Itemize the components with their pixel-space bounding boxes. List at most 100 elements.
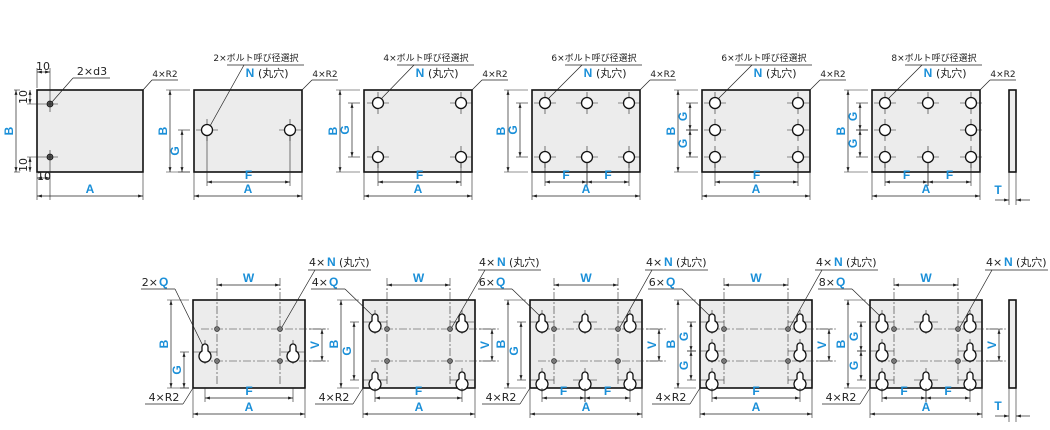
q-label: Q [836, 275, 845, 289]
keyhole [578, 371, 592, 391]
v-label: V [308, 341, 322, 349]
keyhole [705, 342, 719, 362]
tapped-hole-dot [384, 358, 390, 364]
bolt-size-callout: 2×ボルト呼び径選択 [213, 52, 298, 64]
dim-10-label: 10 [36, 60, 50, 73]
keyhole [963, 371, 977, 391]
g-label: G [847, 361, 861, 370]
keyhole [623, 313, 637, 333]
q-callout-leader [344, 288, 374, 317]
v-label: V [478, 341, 492, 349]
plate-outline [362, 299, 476, 389]
f-label: F [604, 168, 611, 182]
corner-leader [519, 387, 531, 405]
round-hole [622, 150, 636, 164]
corner-leader [182, 387, 194, 405]
pin-hole-callout: 2×d3 [77, 65, 107, 78]
bolt-size-callout: 6×ボルト呼び径選択 [551, 52, 636, 64]
corner-leader [639, 79, 651, 91]
g-label: G [340, 346, 354, 355]
corner-radius-note: 4×R2 [820, 70, 845, 80]
corner-leader [809, 79, 821, 91]
tapped-hole-dot [384, 326, 390, 332]
a-label: A [414, 182, 423, 196]
round-hole [538, 150, 552, 164]
q-count: 4× [312, 276, 328, 289]
round-hole [454, 150, 468, 164]
corner-leader [979, 79, 991, 91]
f-label: F [944, 384, 951, 398]
round-hole-note: (丸穴) [339, 255, 370, 269]
b-label: B [664, 339, 678, 348]
b-label: B [2, 126, 16, 135]
f-label: F [560, 384, 567, 398]
q-count: 6× [649, 276, 665, 289]
round-hole [878, 96, 892, 110]
keyhole [963, 313, 977, 333]
g-label: G [846, 112, 860, 121]
corner-radius-note: 4×R2 [486, 391, 517, 404]
corner-radius-note: 4×R2 [312, 70, 337, 80]
side-outline [1008, 89, 1017, 173]
t-label: T [994, 399, 1002, 413]
bolt-size-callout: 4×ボルト呼び径選択 [383, 52, 468, 64]
tapped-hole-dot [785, 326, 791, 332]
keyhole [793, 342, 807, 362]
g-label: G [847, 332, 861, 341]
callout-leader [51, 77, 74, 103]
keyhole [623, 371, 637, 391]
keyhole [705, 371, 719, 391]
q-label: Q [666, 275, 675, 289]
n-count: 4× [479, 256, 495, 269]
v-label: V [815, 341, 829, 349]
bolt-size-callout: 8×ボルト呼び径選択 [891, 52, 976, 64]
keyhole [705, 313, 719, 333]
corner-radius-note: 4×R2 [319, 391, 350, 404]
keyhole [198, 343, 212, 363]
dim-10-label: 10 [37, 170, 51, 183]
round-hole [791, 123, 805, 137]
n-label: N [924, 66, 933, 80]
tapped-hole-dot [891, 358, 897, 364]
round-hole [921, 96, 935, 110]
round-hole [964, 150, 978, 164]
corner-leader [301, 79, 313, 91]
round-hole-note: (丸穴) [258, 66, 289, 80]
corner-leader [471, 79, 483, 91]
keyhole [535, 371, 549, 391]
w-label: W [750, 271, 762, 285]
n-label: N [246, 66, 255, 80]
tapped-hole-dot [447, 326, 453, 332]
corner-leader [142, 79, 153, 91]
corner-radius-note: 4×R2 [482, 70, 507, 80]
n-label: N [327, 255, 336, 269]
round-hole-note: (丸穴) [936, 66, 967, 80]
w-label: W [243, 271, 255, 285]
round-hole-note: (丸穴) [1016, 255, 1047, 269]
keyhole [875, 313, 889, 333]
q-count: 2× [142, 276, 158, 289]
corner-leader [859, 387, 871, 405]
round-hole [454, 96, 468, 110]
bolt-size-callout: 6×ボルト呼び径選択 [721, 52, 806, 64]
keyhole [793, 313, 807, 333]
round-hole-note: (丸穴) [846, 255, 877, 269]
keyhole [919, 313, 933, 333]
keyhole [578, 313, 592, 333]
a-label: A [752, 182, 761, 196]
tapped-hole-dot [277, 358, 283, 364]
round-hole [708, 150, 722, 164]
b-label: B [326, 126, 340, 135]
round-hole [708, 96, 722, 110]
f-label: F [900, 384, 907, 398]
round-hole [878, 150, 892, 164]
keyhole [455, 371, 469, 391]
q-callout-leader [851, 288, 881, 317]
